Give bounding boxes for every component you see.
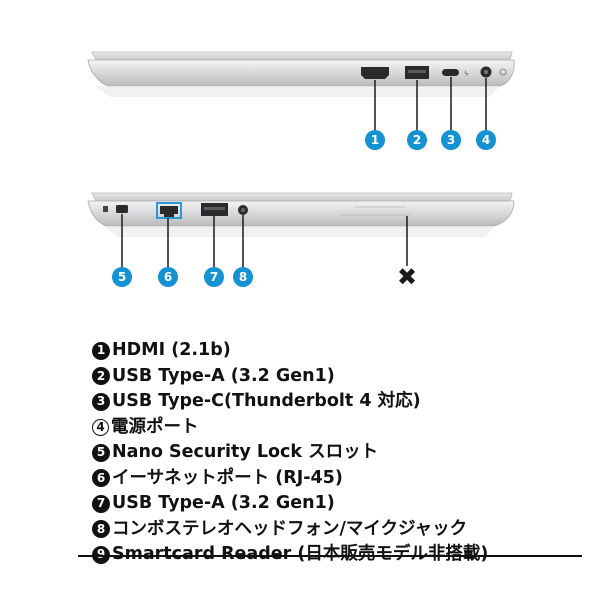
legend-item-2: 2 USB Type-A (3.2 Gen1) [92, 364, 572, 390]
ethernet-port-icon [160, 206, 178, 217]
legend-number: 7 [92, 494, 110, 513]
legend-item-4: 4 電源ポート [92, 415, 572, 441]
legend-item-8: 8 コンボステレオヘッドフォン/マイクジャック [92, 517, 572, 543]
legend-item-6: 6 イーサネットポート (RJ-45) [92, 466, 572, 492]
laptop-right-side-view-icon: ϟ [87, 51, 515, 131]
laptop-side-views: ϟ [87, 51, 515, 268]
legend-number: 4 [92, 418, 109, 436]
legend-text: USB Type-A (3.2 Gen1) [112, 493, 335, 513]
laptop-left-side-view-icon [87, 192, 515, 268]
badge-3: 3 [441, 130, 461, 150]
badge-6: 6 [158, 267, 178, 287]
hdmi-port-icon [361, 67, 389, 79]
legend-number: 8 [92, 520, 110, 539]
badge-1: 1 [365, 130, 385, 150]
legend-text: コンボステレオヘッドフォン/マイクジャック [112, 518, 468, 539]
legend-item-3: 3 USB Type-C(Thunderbolt 4 対応) [92, 389, 572, 415]
legend-item-1: 1 HDMI (2.1b) [92, 338, 572, 364]
legend-text: HDMI (2.1b) [112, 340, 231, 360]
svg-text:ϟ: ϟ [464, 70, 469, 78]
legend-text: イーサネットポート (RJ-45) [112, 467, 343, 488]
legend-number: 6 [92, 469, 110, 488]
legend-item-5: 5 Nano Security Lock スロット [92, 440, 572, 466]
badge-4: 4 [476, 130, 496, 150]
badge-8: 8 [233, 267, 253, 287]
legend-item-7: 7 USB Type-A (3.2 Gen1) [92, 491, 572, 517]
legend-number: 5 [92, 443, 110, 462]
port-legend: 1 HDMI (2.1b) 2 USB Type-A (3.2 Gen1) 3 … [78, 338, 582, 568]
x-mark-icon: ✖ [396, 263, 418, 291]
laptop-port-diagram: ϟ [87, 51, 515, 291]
security-lock-slot-icon [116, 205, 128, 213]
legend-text: USB Type-C(Thunderbolt 4 対応) [112, 391, 421, 411]
legend-number: 3 [92, 392, 110, 411]
usb-c-port-icon [442, 69, 459, 76]
badge-5: 5 [112, 267, 132, 287]
legend-item-9: 9 Smartcard Reader (日本販売モデル非搭載) [78, 542, 582, 568]
badge-2: 2 [407, 130, 427, 150]
legend-text: 電源ポート [111, 416, 199, 437]
badge-7: 7 [204, 267, 224, 287]
legend-number: 2 [92, 367, 110, 386]
legend-text: Smartcard Reader (日本販売モデル非搭載) [112, 544, 489, 564]
legend-number: 1 [92, 341, 110, 360]
legend-text: Nano Security Lock スロット [112, 442, 379, 462]
legend-text: USB Type-A (3.2 Gen1) [112, 365, 335, 386]
legend-number: 9 [92, 545, 110, 564]
